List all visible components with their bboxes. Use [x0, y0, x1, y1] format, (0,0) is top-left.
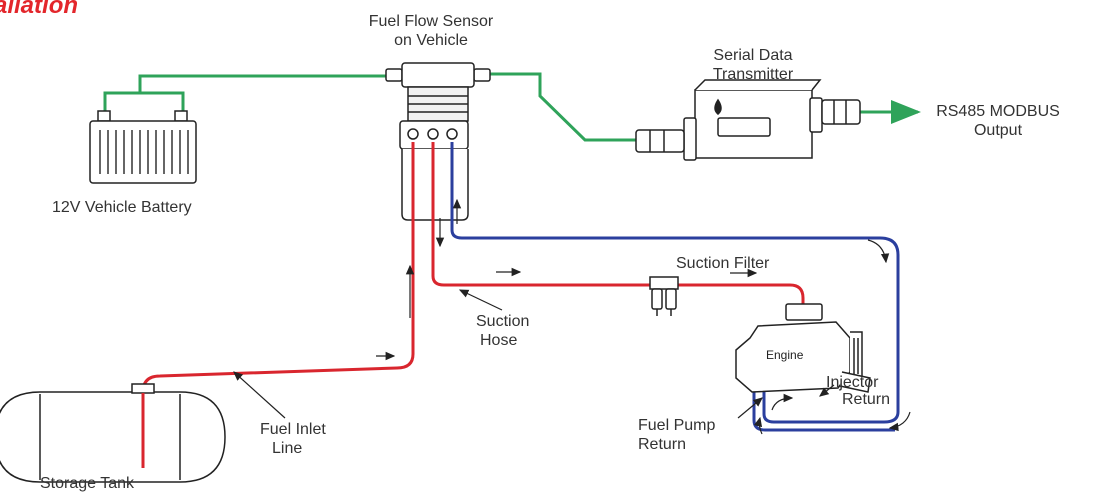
rs485-output-label: RS485 MODBUS Output: [932, 102, 1064, 140]
transmitter-label-line2: Transmitter: [712, 66, 794, 83]
fuel-flow-sensor-label-line1: Fuel Flow Sensor: [368, 13, 494, 30]
fuel-inlet-line-label-line2: Line: [272, 440, 303, 457]
injector-return-label-line1: Injector: [826, 374, 879, 391]
fuel-inlet-line-label-line1: Fuel Inlet: [260, 421, 326, 438]
storage-tank-label: Storage Tank: [40, 475, 134, 492]
flow-direction-arrows: [376, 198, 911, 435]
section-heading: allation: [0, 0, 79, 19]
battery-label: 12V Vehicle Battery: [52, 199, 192, 216]
transmitter-label-line1: Serial Data: [713, 47, 793, 64]
suction-hose: [431, 142, 805, 306]
rs485-output-label-line1: RS485 MODBUS: [936, 103, 1060, 120]
battery-icon: [89, 110, 197, 184]
suction-hose-label-line1: Suction: [476, 313, 530, 330]
suction-hose-label: Suction Hose: [476, 312, 529, 350]
suction-filter: [649, 276, 679, 316]
storage-tank: [0, 383, 226, 483]
fuel-pump-return-label-line2: Return: [638, 436, 687, 453]
serial-data-transmitter: [635, 79, 861, 161]
fuel-pump-return-label-line1: Fuel Pump: [638, 417, 716, 434]
battery-power-wire: [103, 74, 392, 112]
engine: [735, 303, 871, 393]
suction-filter-label: Suction Filter: [676, 255, 770, 272]
callout-leaders: [233, 289, 835, 419]
fuel-inlet-line-label: Fuel Inlet Line: [260, 420, 326, 458]
transmitter-label: Serial Data Transmitter: [688, 46, 818, 84]
fuel-flow-sensor-label-line2: on Vehicle: [394, 32, 468, 49]
injector-return-label-line2: Return: [842, 391, 891, 408]
suction-hose-label-line2: Hose: [480, 332, 518, 349]
injector-return-label: Injector Return: [826, 374, 890, 408]
fuel-pump-return-label: Fuel Pump Return: [638, 416, 715, 454]
rs485-output-label-line2: Output: [973, 122, 1023, 139]
fuel-flow-sensor-label: Fuel Flow Sensor on Vehicle: [344, 12, 518, 50]
fuel-flow-sensor: [385, 62, 491, 221]
engine-label: Engine: [766, 348, 804, 362]
sensor-to-transmitter-wire: [488, 72, 640, 142]
